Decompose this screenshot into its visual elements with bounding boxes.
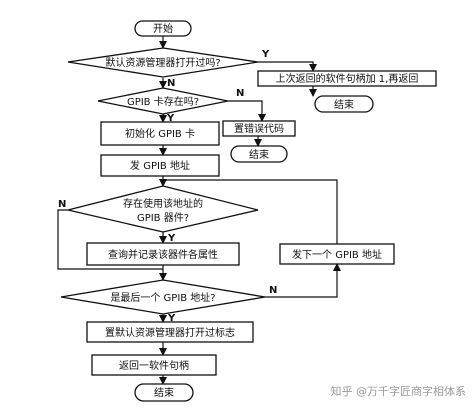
edge-q-opened-yes: [258, 61, 317, 72]
watermark-text: 知乎 @万千字匠商字相体系: [331, 384, 467, 398]
node-set-flag-text: 置默认资源管理器打开过标志: [105, 326, 235, 339]
decision-last-address-text: 是最后一个 GPIB 地址?: [110, 291, 215, 304]
node-end-bottom-text: 结束: [154, 386, 174, 399]
edge-q-gpib-no: [228, 100, 266, 122]
label-q-device-yes: Y: [167, 233, 176, 244]
node-end-bottom: 结束: [134, 383, 194, 402]
decision-device-exists-text-1: 存在使用该地址的: [123, 197, 203, 210]
connectors: [57, 36, 341, 385]
decision-opened: 默认资源管理器打开过吗?: [67, 47, 259, 78]
node-send-next-address-text: 发下一个 GPIB 地址: [292, 248, 382, 261]
label-q-last-yes: Y: [167, 313, 176, 324]
edge-send-next-loop: [163, 179, 338, 244]
node-send-next-address: 发下一个 GPIB 地址: [279, 243, 395, 265]
decision-device-exists-text-2: GPIB 器件?: [137, 212, 189, 224]
node-init-gpib: 初始化 GPIB 卡: [100, 121, 220, 146]
decision-last-address: 是最后一个 GPIB 地址?: [60, 279, 266, 315]
node-return-plus-one: 上次返回的软件句柄加 1,再返回: [257, 70, 437, 87]
decision-gpib-card-text: GPIB 卡存在吗?: [127, 95, 199, 108]
label-q-opened-yes: Y: [261, 49, 270, 60]
decision-gpib-card: GPIB 卡存在吗?: [97, 87, 229, 115]
node-start: 开始: [134, 20, 192, 37]
node-return-handle: 返回一软件句柄: [91, 354, 217, 376]
node-end-mid-text: 结束: [249, 148, 269, 161]
node-end-right: 结束: [314, 95, 374, 113]
node-end-right-text: 结束: [334, 98, 354, 111]
decision-device-exists: 存在使用该地址的 GPIB 器件?: [67, 185, 259, 233]
edge-q-last-no: [265, 263, 341, 298]
node-set-error: 置错误代码: [222, 120, 296, 137]
label-q-gpib-yes: Y: [166, 113, 175, 124]
edge-q-device-no: [57, 209, 163, 270]
node-set-error-text: 置错误代码: [234, 122, 284, 135]
node-start-text: 开始: [153, 22, 173, 35]
label-q-gpib-no: N: [236, 88, 244, 99]
node-query-record-text: 查询并记录该器件各属性: [108, 248, 218, 261]
label-q-opened-no: N: [167, 78, 175, 89]
node-init-gpib-text: 初始化 GPIB 卡: [125, 127, 195, 140]
node-return-plus-one-text: 上次返回的软件句柄加 1,再返回: [276, 72, 419, 85]
node-end-mid: 结束: [230, 145, 288, 163]
node-return-handle-text: 返回一软件句柄: [119, 359, 189, 372]
label-q-device-no: N: [58, 199, 66, 210]
node-query-record: 查询并记录该器件各属性: [86, 242, 240, 266]
label-q-last-no: N: [269, 285, 277, 296]
node-set-flag: 置默认资源管理器打开过标志: [86, 321, 254, 343]
decision-opened-text: 默认资源管理器打开过吗?: [105, 56, 220, 69]
node-send-address: 发 GPIB 地址: [100, 154, 220, 177]
node-send-address-text: 发 GPIB 地址: [130, 159, 190, 172]
